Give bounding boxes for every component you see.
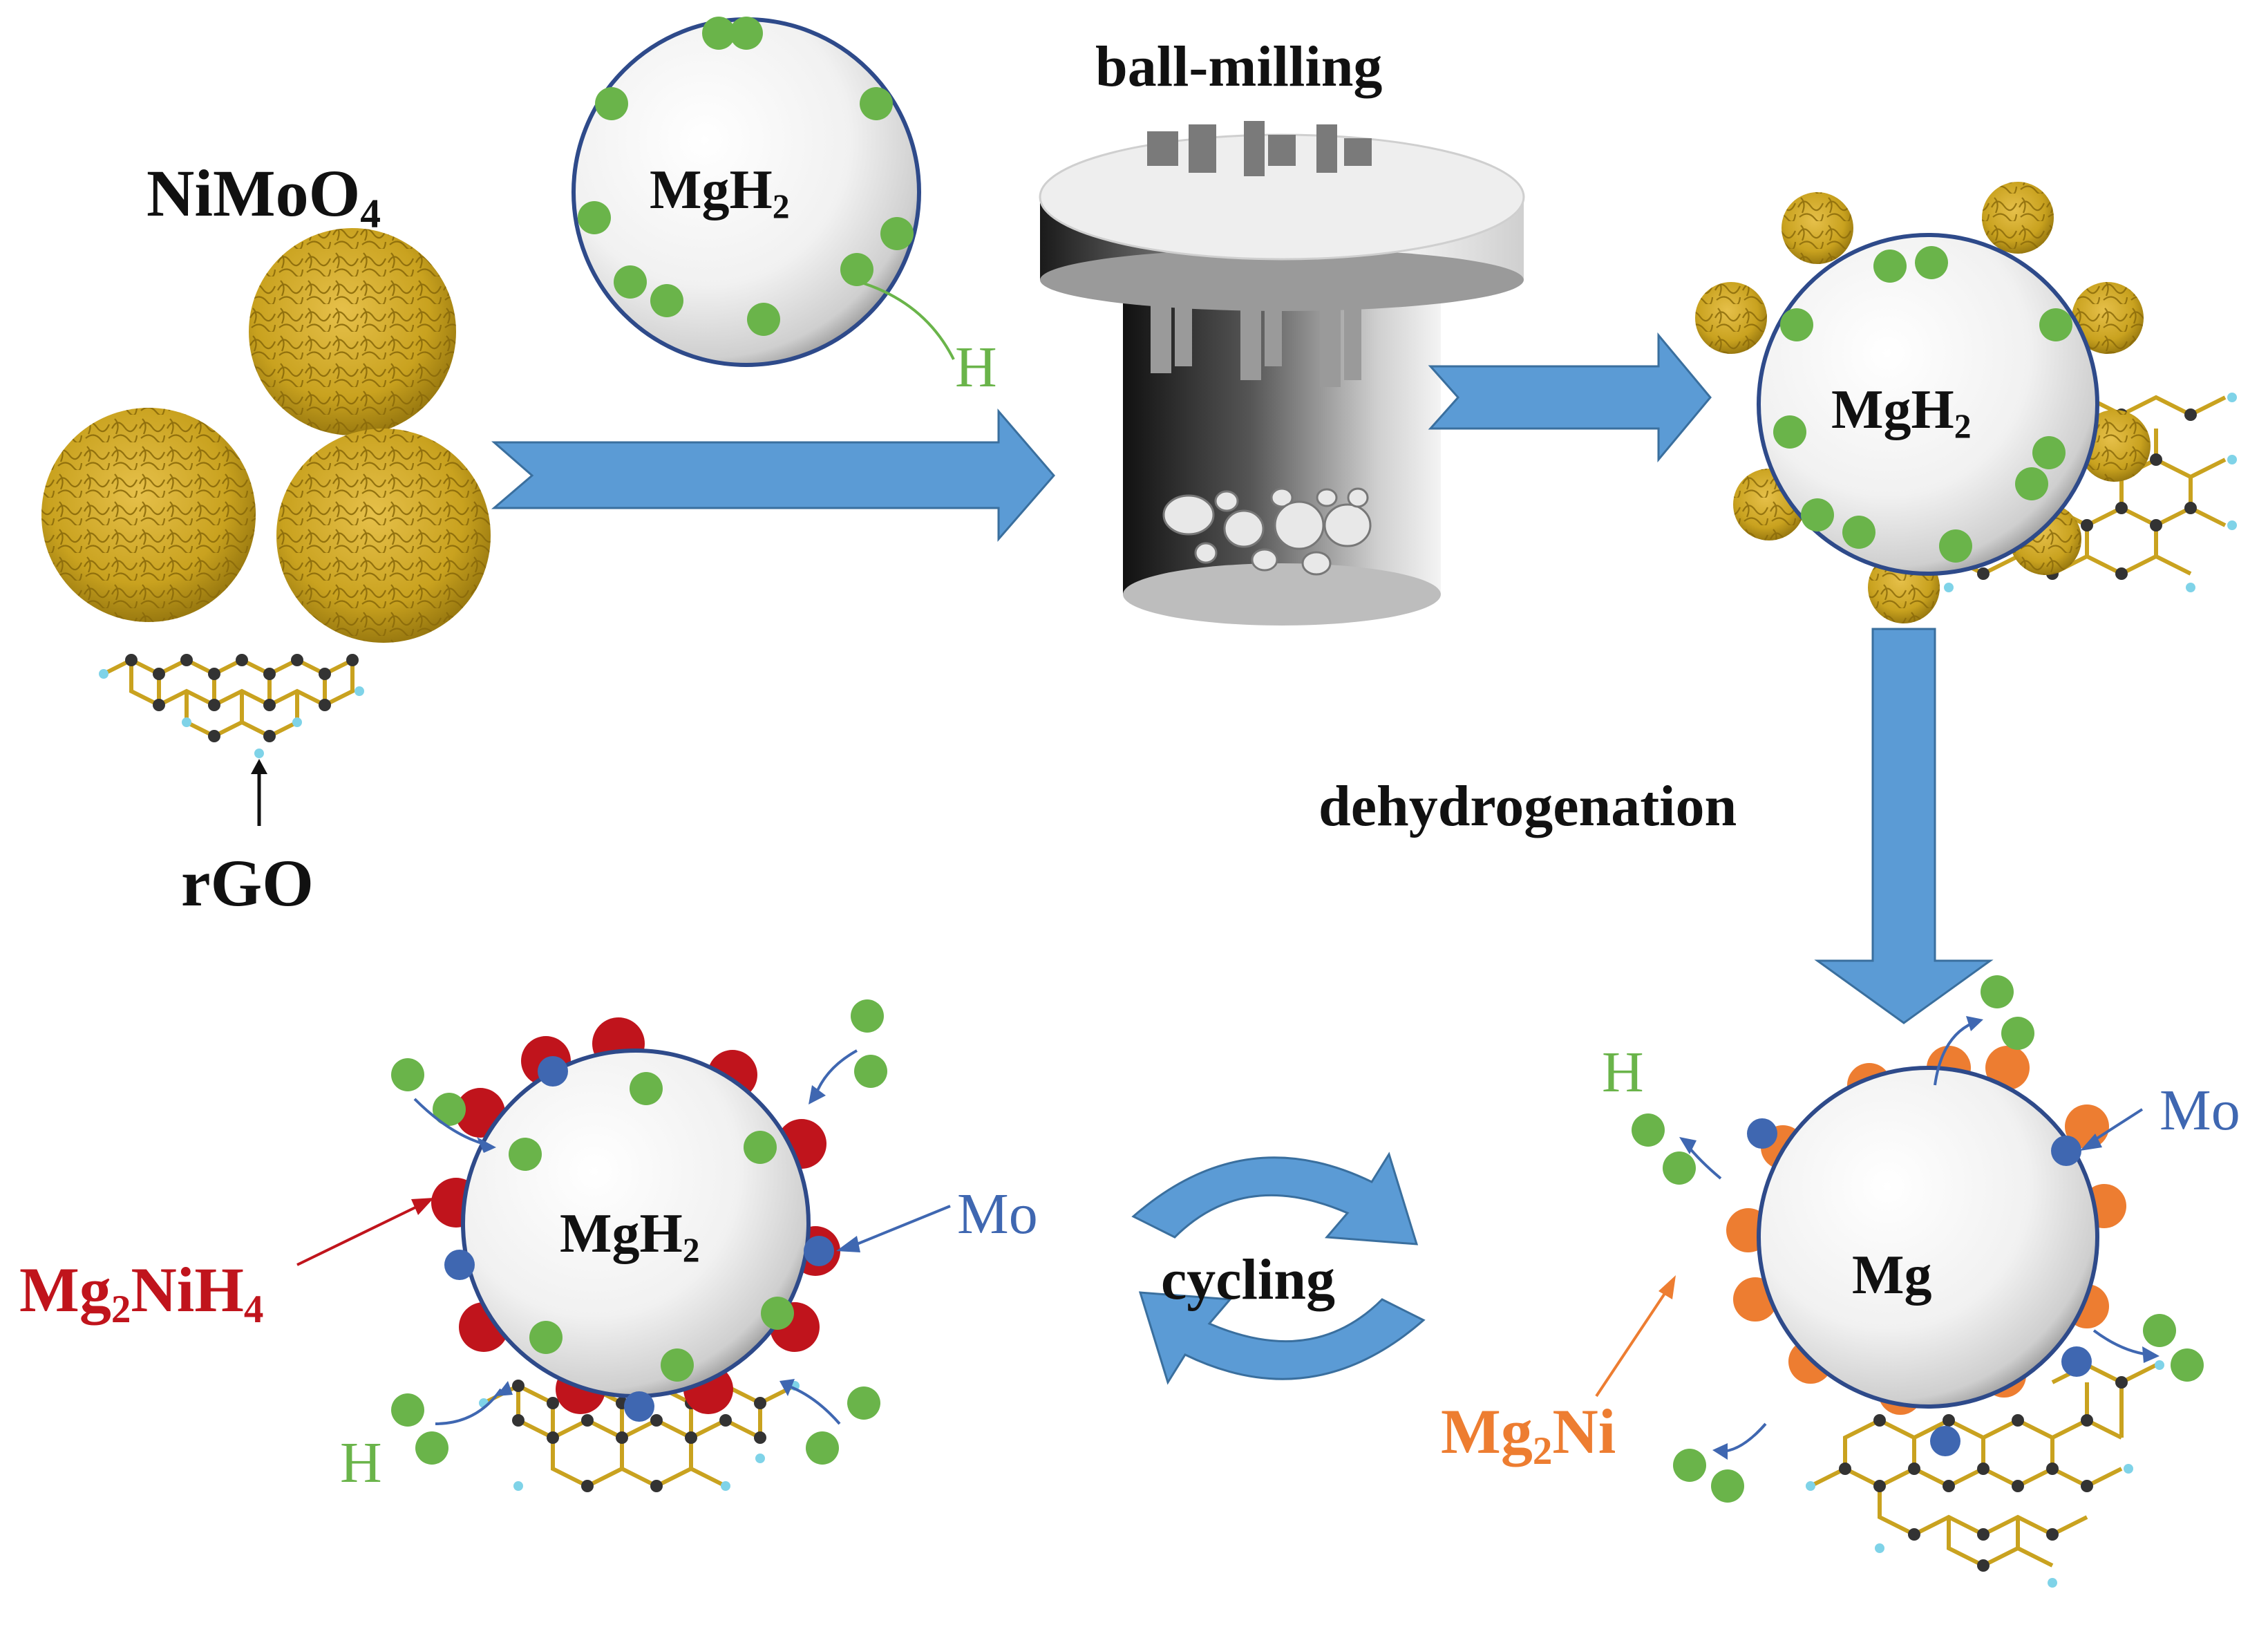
arrow-dehydrogenation — [1814, 628, 1994, 1024]
mo-pointer-arrow-right — [2080, 1108, 2144, 1151]
arrow-to-mill — [491, 408, 1055, 543]
h-atoms — [578, 17, 914, 336]
nimoo4-label: NiMoO4 — [147, 156, 381, 236]
mo-atoms — [444, 1056, 834, 1422]
h-pointer-line — [863, 282, 955, 360]
h-label: H — [955, 335, 997, 399]
cycling-arrows — [1131, 1151, 1426, 1385]
mo-label: Mo — [2160, 1078, 2240, 1143]
mg2nih4-pointer-arrow — [296, 1198, 434, 1266]
h-atoms — [391, 999, 887, 1465]
mo-atoms — [1747, 1118, 2092, 1456]
h-atoms — [1773, 246, 2072, 563]
mgh2-sphere-bottom — [391, 999, 887, 1492]
cycling-label: cycling — [1161, 1248, 1335, 1312]
mgh2-label-bottom: MgH2 — [560, 1203, 700, 1269]
ball-milling-label: ball-milling — [1095, 35, 1383, 99]
rgo-label: rGO — [181, 846, 314, 920]
mg2ni-pointer-arrow — [1595, 1275, 1676, 1398]
mgh2-sphere-top — [571, 17, 921, 367]
composite-sphere — [1695, 182, 2237, 623]
dehydrogenation-label: dehydrogenation — [1319, 774, 1737, 838]
mgh2-label-top: MgH2 — [650, 160, 790, 225]
nimoo4-clusters — [41, 228, 491, 643]
mg-label: Mg — [1852, 1245, 1932, 1306]
rgo-pointer-arrow — [251, 759, 267, 826]
mo-pointer-arrow — [836, 1205, 951, 1252]
h-label: H — [340, 1431, 382, 1495]
mg-sphere — [1632, 975, 2204, 1588]
h-atoms — [1632, 975, 2204, 1503]
mg2nih4-label: Mg2NiH4 — [19, 1254, 264, 1331]
mo-label: Mo — [957, 1182, 1038, 1246]
rgo-sheet — [99, 654, 364, 758]
mg2ni-label: Mg2Ni — [1441, 1396, 1616, 1473]
arrow-to-composite — [1428, 332, 1712, 463]
ball-mill — [1039, 121, 1525, 626]
h-label: H — [1602, 1040, 1644, 1104]
mgh2-label-composite: MgH2 — [1831, 379, 1972, 445]
